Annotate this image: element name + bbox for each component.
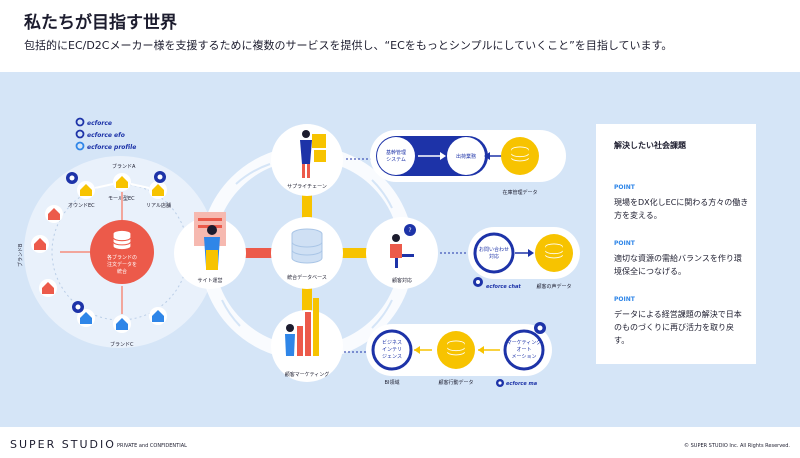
point-label: POINT [614, 184, 635, 191]
brand-c-group: ブランドC [72, 301, 167, 348]
customer-voice-label: 顧客の声データ [536, 283, 571, 290]
brand-c-label: ブランドC [110, 341, 134, 348]
brand-b-group: ブランドB [17, 205, 63, 297]
support-flow: お問い合わせ 対応 ecforce chat 顧客の声データ [468, 227, 580, 290]
confidential-note: PRIVATE and CONFIDENTIAL [117, 443, 187, 449]
bi-node [371, 329, 413, 371]
database-icon [447, 340, 465, 360]
page-title: 私たちが目指す世界 [24, 13, 177, 33]
svg-text:出荷業務: 出荷業務 [456, 153, 476, 160]
ecforce-chat-label: ecforce chat [486, 284, 521, 290]
brand-b-label: ブランドB [17, 243, 24, 267]
system-node [377, 137, 415, 175]
order-integration-node: 各ブランドの 注文データを 統合 [60, 192, 154, 314]
svg-text:お問い合わせ: お問い合わせ [479, 246, 509, 253]
svg-text:注文データを: 注文データを [107, 261, 137, 268]
point-label: POINT [614, 296, 635, 303]
supply-chain-node: サプライチェーン [271, 124, 343, 196]
svg-text:統合: 統合 [117, 268, 127, 275]
legend-item: ecforce [87, 120, 112, 127]
social-issues-panel: 解決したい社会課題 POINT 現場をDX化しECに関わる方々の働き方を変える。… [596, 124, 756, 364]
ecosystem-diagram: ecforce ecforce efo ecforce profile ブランド… [17, 117, 580, 387]
point-label: POINT [614, 240, 635, 247]
brand-a-label: ブランドA [112, 163, 136, 170]
svg-text:マーケティング: マーケティング [507, 339, 542, 346]
person-icon [302, 130, 310, 138]
database-icon [291, 228, 323, 264]
svg-text:対応: 対応 [489, 253, 499, 260]
svg-text:ビジネス: ビジネス [382, 339, 402, 346]
database-icon [511, 146, 529, 166]
legend: ecforce ecforce efo ecforce profile [75, 117, 136, 151]
supply-chain-label: サプライチェーン [287, 184, 327, 190]
svg-text:?: ? [408, 227, 411, 234]
site-operation-label: サイト運営 [197, 277, 222, 284]
person-icon [286, 324, 294, 332]
ecforce-ma-label: ecforce ma [506, 381, 538, 387]
customer-marketing-node: 顧客マーケティング [271, 298, 343, 382]
svg-text:インテリ: インテリ [382, 347, 402, 353]
marketing-flow: ビジネス インテリ ジェンス マーケティング オート メーション BI領域 顧客… [366, 322, 552, 387]
point-text: 現場をDX化しECに関わる方々の働き方を変える。 [614, 198, 749, 220]
supply-flow: 基幹管理 システム 出荷業務 在庫管理データ [370, 130, 566, 196]
svg-text:オート: オート [516, 347, 531, 353]
owned-ec-label: オウンドEC [68, 202, 95, 209]
copyright: © SUPER STUDIO Inc. All Rights Reserved. [684, 443, 790, 449]
integrated-db-label: 統合データベース [287, 274, 327, 281]
customer-support-node: ? 顧客対応 [366, 217, 438, 289]
person-icon [392, 234, 400, 242]
customer-marketing-label: 顧客マーケティング [285, 371, 330, 378]
integrated-db-node: 統合データベース [271, 217, 343, 289]
package-icon [312, 134, 326, 148]
shipping-node [447, 137, 485, 175]
legend-item: ecforce efo [87, 132, 125, 139]
ma-node [503, 329, 545, 371]
real-store-label: リアル店舗 [146, 202, 171, 209]
diagram-canvas: ecforce ecforce efo ecforce profile ブランド… [0, 72, 800, 427]
customer-support-label: 顧客対応 [392, 277, 412, 284]
company-logo: SUPER STUDIO [10, 438, 116, 451]
panel-title: 解決したい社会課題 [614, 141, 686, 150]
package-icon [314, 150, 326, 162]
point-text: 適切な資源の需給バランスを作り環境保全につなげる。 [614, 254, 742, 276]
behavior-data-label: 顧客行動データ [438, 379, 473, 386]
page-subtitle: 包括的にEC/D2Cメーカー様を支援するために複数のサービスを提供し、“ECをも… [24, 39, 673, 52]
database-icon [545, 243, 563, 263]
inventory-label: 在庫管理データ [502, 189, 537, 196]
database-icon [113, 230, 131, 250]
bi-area-label: BI領域 [385, 379, 400, 386]
site-operation-node: サイト運営 [174, 212, 246, 289]
svg-text:各ブランドの: 各ブランドの [107, 254, 137, 261]
point-text: データによる経営課題の解決で日本のものづくりに再び活力を取り戻す。 [614, 310, 742, 345]
svg-text:システム: システム [386, 157, 406, 163]
svg-text:基幹管理: 基幹管理 [386, 149, 406, 156]
inquiry-node [473, 232, 515, 274]
legend-item: ecforce profile [87, 144, 136, 151]
svg-text:メーション: メーション [512, 354, 537, 360]
person-icon [207, 225, 217, 235]
svg-text:ジェンス: ジェンス [382, 354, 402, 360]
